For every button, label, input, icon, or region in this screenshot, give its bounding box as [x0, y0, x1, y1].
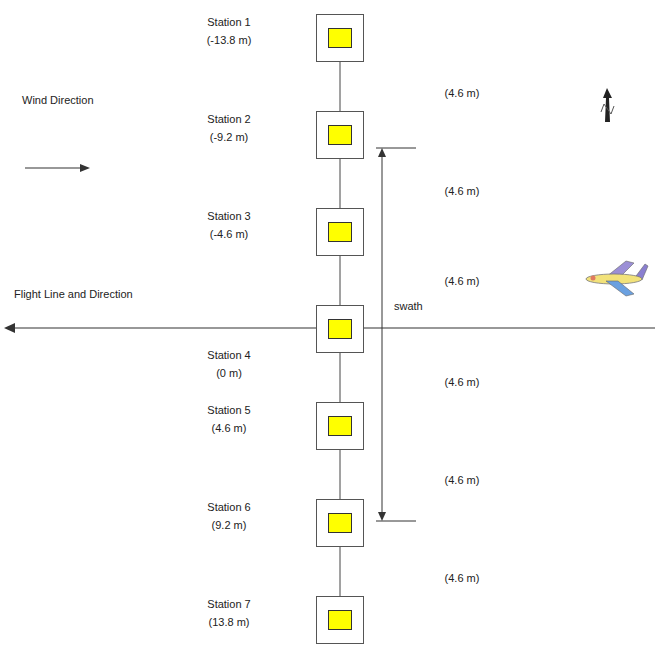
station-label: Station 4 [207, 346, 250, 364]
station-box: Station 4(0 m) [316, 305, 364, 353]
label-anchor: swath [394, 297, 423, 315]
station-link [340, 547, 341, 596]
collector-card [328, 125, 352, 145]
swath-line [382, 156, 383, 513]
spacing-label: (4.6 m) [445, 84, 480, 102]
station-label: Station 6 [207, 498, 250, 516]
station-link [340, 159, 341, 208]
station-link [340, 450, 341, 499]
label-anchor: (4.6 m) [445, 272, 480, 290]
station-label: Station 5 [207, 401, 250, 419]
station-label: Station 3 [207, 207, 250, 225]
flight-line-label: Flight Line and Direction [14, 285, 133, 303]
swath-label: swath [394, 297, 423, 315]
label-anchor: (4.6 m) [445, 373, 480, 391]
airplane-nose [591, 276, 596, 281]
spacing-label: (4.6 m) [445, 373, 480, 391]
station-label-group: Station 7(13.8 m) [207, 595, 250, 631]
station-box: Station 2(-9.2 m) [316, 111, 364, 159]
label-anchor: (4.6 m) [445, 182, 480, 200]
station-box: Station 1(-13.8 m) [316, 14, 364, 62]
airplane-icon [586, 261, 648, 296]
station-box: Station 3(-4.6 m) [316, 208, 364, 256]
station-link [340, 62, 341, 111]
collector-card [328, 319, 352, 339]
station-label: (-4.6 m) [207, 225, 250, 243]
collector-card [328, 513, 352, 533]
flight-line-head [4, 323, 15, 333]
station-label: (13.8 m) [207, 613, 250, 631]
swath-dimension [376, 148, 416, 521]
spacing-label: (4.6 m) [445, 182, 480, 200]
spacing-label: (4.6 m) [445, 471, 480, 489]
station-label: (0 m) [207, 364, 250, 382]
swath-arrow-head [378, 148, 386, 157]
station-label: (9.2 m) [207, 516, 250, 534]
wind-label: Wind Direction [22, 91, 94, 109]
label-anchor: (4.6 m) [445, 84, 480, 102]
station-label-group: Station 1(-13.8 m) [207, 13, 252, 49]
wind-arrow [25, 164, 90, 172]
spacing-label: (4.6 m) [445, 569, 480, 587]
station-box: Station 5(4.6 m) [316, 402, 364, 450]
station-label-group: Station 4(0 m) [207, 346, 250, 382]
north-arrow [601, 88, 614, 122]
collector-card [328, 416, 352, 436]
swath-arrow-head [378, 512, 386, 521]
station-label-group: Station 5(4.6 m) [207, 401, 250, 437]
station-box: Station 6(9.2 m) [316, 499, 364, 547]
station-label: Station 2 [207, 110, 250, 128]
wind-arrow-head [80, 164, 90, 172]
label-anchor: Wind Direction [22, 91, 94, 109]
station-label: (-9.2 m) [207, 128, 250, 146]
collector-card [328, 28, 352, 48]
station-label: Station 7 [207, 595, 250, 613]
station-link [340, 256, 341, 305]
collector-card [328, 222, 352, 242]
station-label: (-13.8 m) [207, 31, 252, 49]
label-anchor: (4.6 m) [445, 569, 480, 587]
airplane-wing [606, 281, 634, 296]
label-anchor: Flight Line and Direction [14, 285, 133, 303]
station-label: Station 1 [207, 13, 252, 31]
station-label: (4.6 m) [207, 419, 250, 437]
label-anchor: (4.6 m) [445, 471, 480, 489]
wind-arrow-line [25, 167, 82, 168]
spacing-label: (4.6 m) [445, 272, 480, 290]
station-label-group: Station 6(9.2 m) [207, 498, 250, 534]
station-label-group: Station 3(-4.6 m) [207, 207, 250, 243]
station-box: Station 7(13.8 m) [316, 596, 364, 644]
station-link [340, 353, 341, 402]
north-arrow-mark [601, 104, 614, 114]
station-label-group: Station 2(-9.2 m) [207, 110, 250, 146]
collector-card [328, 610, 352, 630]
